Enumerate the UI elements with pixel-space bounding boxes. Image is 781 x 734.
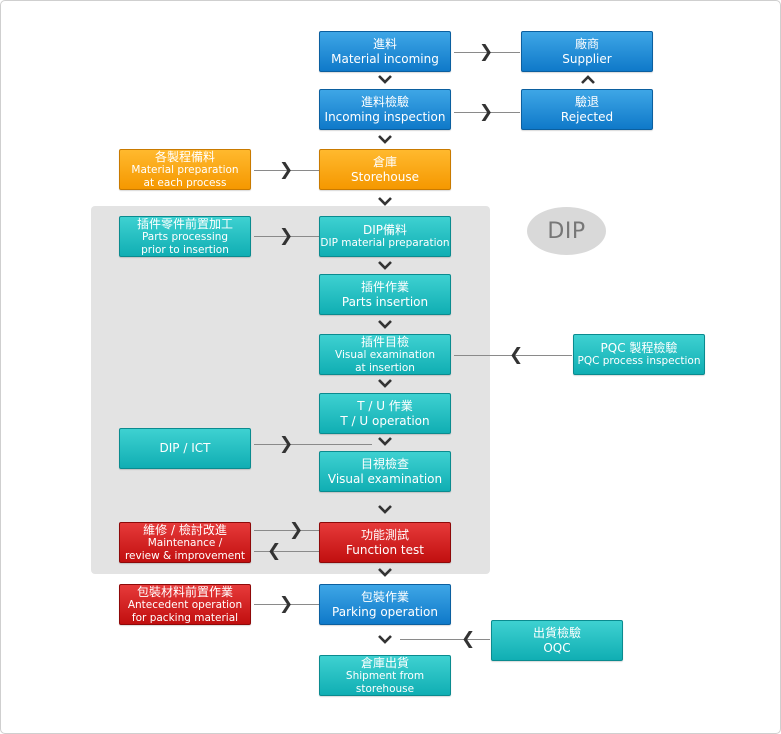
chevron-down-icon	[378, 75, 392, 84]
node-storehouse: 倉庫 Storehouse	[319, 149, 451, 190]
node-zh-label: 進料	[372, 37, 397, 52]
chevron-down-icon	[378, 568, 392, 577]
node-function-test: 功能測試 Function test	[319, 522, 451, 563]
node-en-label: Shipment from	[345, 670, 425, 683]
node-en-label: review & improvement	[124, 549, 246, 562]
chevron-left-icon: ❮	[267, 541, 282, 561]
node-zh-label: 目視檢查	[360, 457, 409, 472]
node-label: DIP / ICT	[159, 441, 211, 456]
node-zh-label: 各製程備料	[154, 149, 215, 164]
node-zh-label: 進料檢驗	[360, 95, 409, 110]
node-material-preparation: 各製程備料 Material preparation at each proce…	[119, 149, 251, 190]
node-zh-label: 倉庫	[372, 155, 397, 170]
dip-group-label: DIP	[527, 207, 606, 255]
connector-line	[254, 551, 320, 552]
node-en-label: Parts processing	[141, 231, 229, 244]
chevron-right-icon: ❯	[279, 434, 294, 454]
node-pqc-process-inspection: PQC 製程檢驗 PQC process inspection	[573, 334, 705, 375]
node-en-label: Maintenance /	[147, 537, 223, 550]
connector-line	[400, 639, 490, 640]
node-zh-label: 插件作業	[360, 280, 409, 295]
node-zh-label: 驗退	[574, 95, 599, 110]
node-en-label: Visual examination	[327, 471, 443, 486]
chevron-down-icon	[378, 437, 392, 446]
chevron-down-icon	[378, 635, 392, 644]
chevron-down-icon	[378, 261, 392, 270]
node-antecedent-operation: 包裝材料前置作業 Antecedent operation for packin…	[119, 584, 251, 625]
node-en-label: prior to insertion	[141, 243, 229, 256]
chevron-right-icon: ❯	[279, 160, 294, 180]
chevron-down-icon	[378, 320, 392, 329]
connector-line	[254, 530, 320, 531]
node-zh-label: 維修 / 檢討改進	[143, 522, 227, 537]
node-en-label: Parking operation	[332, 604, 438, 619]
connector-line	[454, 112, 520, 113]
node-en-label: Visual examination	[335, 349, 435, 362]
node-zh-label: 倉庫出貨	[360, 655, 409, 670]
node-en-label: Function test	[346, 542, 424, 557]
node-zh-label: T / U 作業	[357, 399, 413, 414]
node-incoming-inspection: 進料檢驗 Incoming inspection	[319, 89, 451, 130]
node-zh-label: 包裝材料前置作業	[136, 584, 233, 599]
chevron-left-icon: ❮	[461, 629, 476, 649]
connector-line	[254, 236, 320, 237]
chevron-down-icon	[378, 135, 392, 144]
node-en-label: at insertion	[355, 361, 415, 374]
node-en-label: Material incoming	[331, 51, 439, 66]
chevron-down-icon	[378, 505, 392, 514]
node-visual-examination-insertion: 插件目檢 Visual examination at insertion	[319, 334, 451, 375]
node-zh-label: DIP備料	[362, 223, 408, 237]
node-en-label: at each process	[143, 176, 227, 189]
chevron-right-icon: ❯	[479, 102, 494, 122]
connector-line	[454, 52, 520, 53]
node-en-label: Antecedent operation	[127, 599, 243, 612]
node-oqc: 出貨檢驗 OQC	[491, 620, 623, 661]
node-en-label: for packing material	[131, 611, 239, 624]
node-zh-label: PQC 製程檢驗	[600, 341, 678, 355]
node-en-label: OQC	[543, 640, 571, 655]
node-zh-label: 出貨檢驗	[532, 626, 581, 641]
node-zh-label: 插件零件前置加工	[136, 216, 233, 231]
chevron-right-icon: ❯	[279, 226, 294, 246]
node-shipment: 倉庫出貨 Shipment from storehouse	[319, 655, 451, 696]
dip-group-panel	[91, 206, 490, 574]
node-en-label: Parts insertion	[341, 294, 429, 309]
node-visual-examination: 目視檢查 Visual examination	[319, 451, 451, 492]
node-zh-label: 功能測試	[360, 528, 409, 543]
connector-line	[454, 355, 572, 356]
connector-line	[254, 170, 320, 171]
node-en-label: Supplier	[562, 51, 612, 66]
node-dip-material-preparation: DIP備料 DIP material preparation	[319, 216, 451, 257]
chevron-left-icon: ❮	[509, 345, 524, 365]
node-tu-operation: T / U 作業 T / U operation	[319, 393, 451, 434]
node-en-label: Rejected	[560, 109, 614, 124]
connector-line	[254, 604, 320, 605]
node-en-label: storehouse	[355, 682, 415, 695]
node-maintenance: 維修 / 檢討改進 Maintenance / review & improve…	[119, 522, 251, 563]
node-parts-insertion: 插件作業 Parts insertion	[319, 274, 451, 315]
node-parts-processing: 插件零件前置加工 Parts processing prior to inser…	[119, 216, 251, 257]
chevron-right-icon: ❯	[479, 42, 494, 62]
node-zh-label: 插件目檢	[360, 334, 409, 349]
node-packing-operation: 包裝作業 Parking operation	[319, 584, 451, 625]
chevron-down-icon	[378, 197, 392, 206]
node-en-label: Storehouse	[351, 169, 419, 184]
node-en-label: T / U operation	[340, 413, 430, 428]
node-dip-ict: DIP / ICT	[119, 428, 251, 469]
node-supplier: 廠商 Supplier	[521, 31, 653, 72]
node-en-label: PQC process inspection	[577, 355, 701, 368]
node-en-label: Incoming inspection	[324, 109, 446, 124]
chevron-right-icon: ❯	[289, 520, 304, 540]
node-material-incoming: 進料 Material incoming	[319, 31, 451, 72]
node-zh-label: 廠商	[574, 37, 599, 52]
chevron-up-icon	[581, 75, 595, 84]
chevron-down-icon	[378, 379, 392, 388]
node-zh-label: 包裝作業	[360, 590, 409, 605]
node-rejected: 驗退 Rejected	[521, 89, 653, 130]
chevron-right-icon: ❯	[279, 594, 294, 614]
node-en-label: DIP material preparation	[320, 237, 450, 250]
node-en-label: Material preparation	[131, 164, 239, 177]
connector-line	[254, 444, 372, 445]
